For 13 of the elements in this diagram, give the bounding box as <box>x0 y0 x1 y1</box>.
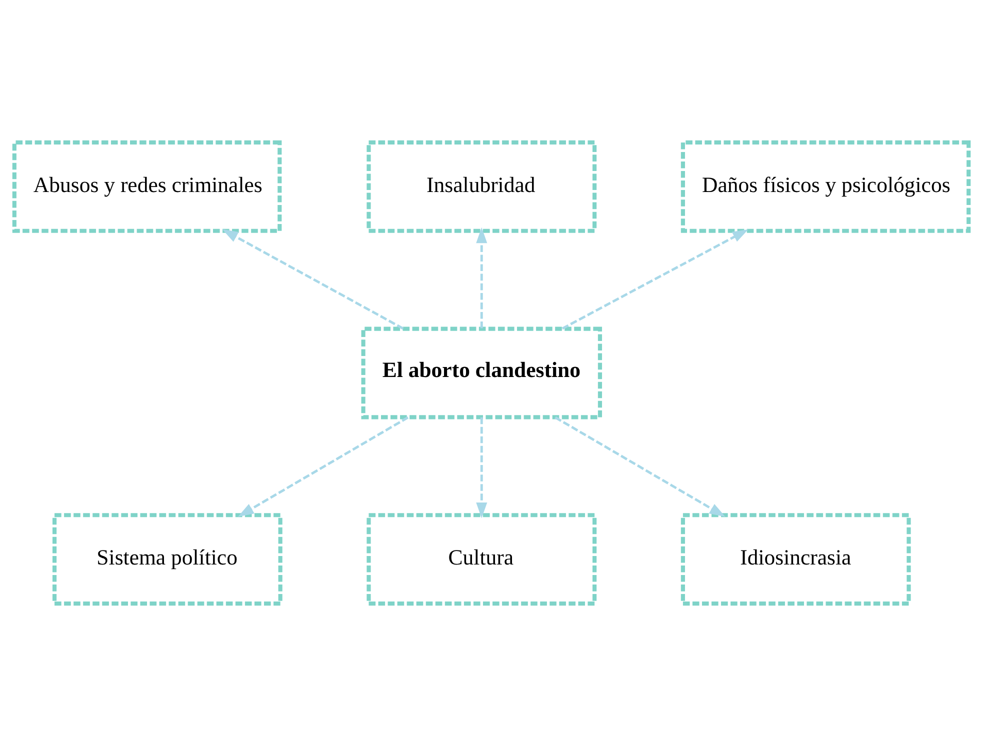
node-box: Daños físicos y psicológicos <box>680 140 971 232</box>
arrow <box>476 416 488 518</box>
node-box: El aborto clandestino <box>361 326 602 419</box>
node-box: Idiosincrasia <box>680 512 911 606</box>
arrow <box>476 226 488 328</box>
node-box: Insalubridad <box>366 140 597 232</box>
arrow <box>554 416 726 516</box>
node-box: Cultura <box>366 512 597 606</box>
node-box: Abusos y redes criminales <box>12 140 282 232</box>
node-box: Sistema político <box>52 512 282 606</box>
arrow <box>238 416 409 516</box>
arrow <box>222 228 404 330</box>
arrow <box>562 228 748 330</box>
